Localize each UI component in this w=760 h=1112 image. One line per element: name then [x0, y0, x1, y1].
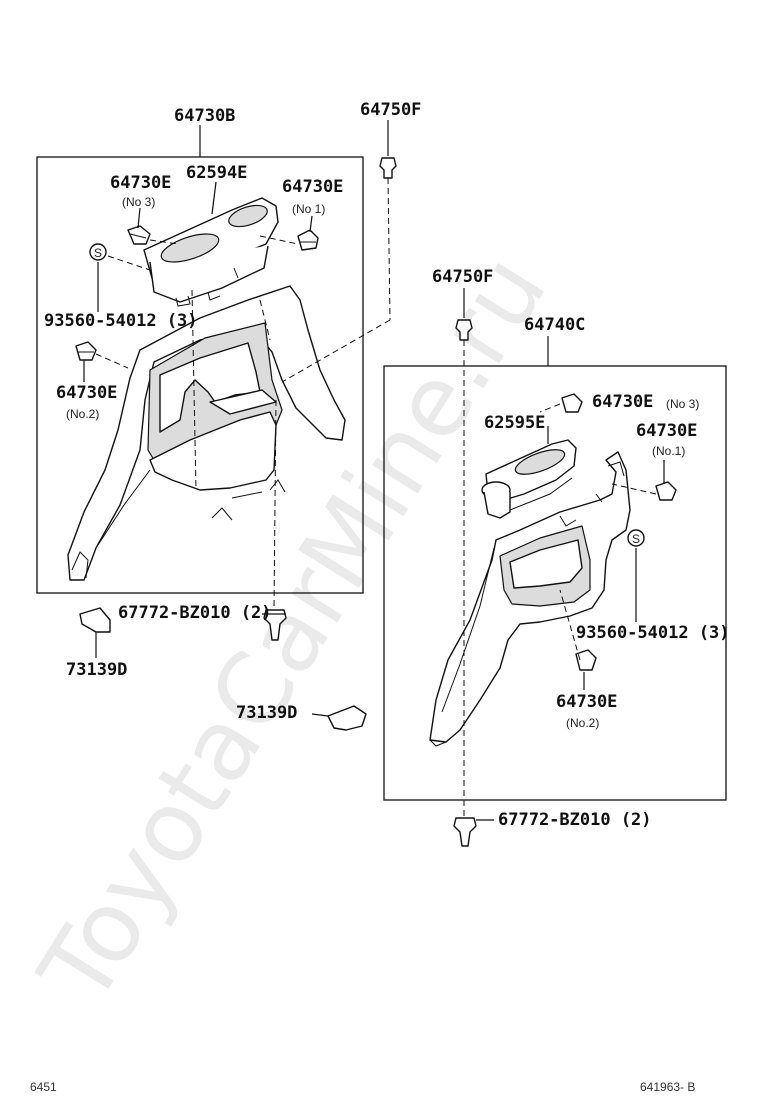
- left-clip-67772: [263, 609, 287, 641]
- right-assembly-box: [383, 365, 727, 801]
- left-screw-symbol-letter: S: [94, 246, 102, 260]
- right-retainer-no3: [561, 393, 583, 413]
- right-screw-symbol: [627, 529, 645, 547]
- label-right-retainer-no3-note: (No 3): [666, 397, 699, 411]
- label-right-cup-holder: 62595E: [484, 413, 545, 433]
- label-left-clip: 67772-BZ010 (2): [118, 603, 272, 623]
- label-right-clip: 67772-BZ010 (2): [498, 810, 652, 830]
- label-left-retainer-no3: 64730E: [110, 173, 171, 193]
- label-right-retainer-no1-note: (No.1): [652, 444, 685, 458]
- label-right-clip-top: 64750F: [432, 267, 493, 287]
- right-cover-73139d: [327, 705, 367, 731]
- label-left-assembly: 64730B: [174, 106, 235, 126]
- label-right-retainer-no2-note: (No.2): [566, 716, 599, 730]
- label-right-assembly: 64740C: [524, 315, 585, 335]
- label-left-retainer-no2-note: (No.2): [66, 407, 99, 421]
- right-quarter-trim-panel: [429, 451, 631, 747]
- label-left-retainer-no1-note: (No 1): [292, 202, 325, 216]
- right-cup-holder: [481, 439, 577, 519]
- label-right-retainer-no1: 64730E: [636, 421, 697, 441]
- left-cup-holder: [143, 197, 279, 307]
- label-right-retainer-no2: 64730E: [556, 692, 617, 712]
- left-quarter-trim-panel: [67, 285, 346, 581]
- top-clip-64750f: [379, 157, 397, 179]
- label-left-screw: 93560-54012 (3): [44, 311, 198, 331]
- right-screw-symbol-letter: S: [632, 532, 640, 546]
- right-clip-67772: [453, 817, 477, 847]
- right-retainer-no2: [575, 649, 597, 671]
- left-retainer-no2: [75, 341, 97, 361]
- footer-page-number: 6451: [30, 1080, 57, 1094]
- left-retainer-no3: [127, 225, 151, 245]
- left-retainer-no1: [297, 229, 319, 251]
- label-right-cover: 73139D: [236, 703, 297, 723]
- right-clip-64750f: [455, 319, 473, 341]
- label-left-retainer-no1: 64730E: [282, 177, 343, 197]
- left-screw-symbol: [89, 243, 107, 261]
- label-top-clip: 64750F: [360, 100, 421, 120]
- footer-diagram-code: 641963- B: [640, 1080, 695, 1094]
- label-right-screw: 93560-54012 (3): [576, 623, 730, 643]
- label-left-cover: 73139D: [66, 660, 127, 680]
- right-retainer-no1: [655, 481, 677, 501]
- label-right-retainer-no3: 64730E: [592, 392, 653, 412]
- label-left-retainer-no2: 64730E: [56, 383, 117, 403]
- label-left-retainer-no3-note: (No 3): [122, 195, 155, 209]
- left-cover-73139d: [79, 607, 111, 633]
- label-left-cup-holder: 62594E: [186, 163, 247, 183]
